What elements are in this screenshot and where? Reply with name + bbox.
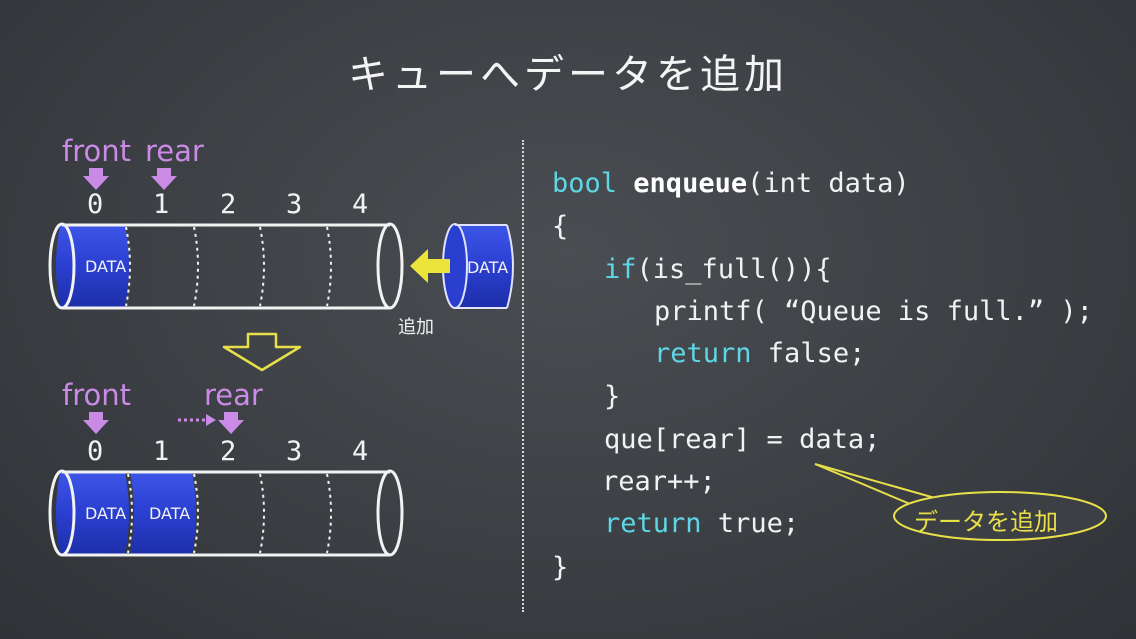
slot-divider [127, 473, 133, 554]
index-0: 0 [87, 436, 104, 467]
code-text: false; [751, 338, 866, 369]
callout-bubble [814, 463, 1107, 541]
code-keyword: bool [552, 168, 618, 199]
index-4: 4 [352, 189, 369, 220]
code-line-8: rear++; [602, 466, 716, 497]
add-label: 追加 [398, 317, 434, 338]
code-text: (is_full()){ [636, 254, 832, 285]
code-line-3: if(is_full()){ [604, 249, 832, 291]
code-text: (int data) [747, 168, 910, 199]
data-cell [56, 472, 129, 555]
index-3: 3 [286, 189, 303, 220]
tube-left-end [48, 222, 76, 310]
code-text: true; [701, 508, 800, 539]
data-label: DATA [85, 257, 127, 276]
top-queue-tube [48, 222, 404, 310]
code-line-7: que[rear] = data; [604, 424, 881, 455]
slot-divider [326, 473, 332, 554]
code-keyword: return [654, 338, 752, 369]
front-pointer-label: front [62, 378, 131, 412]
code-line-2: { [552, 211, 569, 242]
rear-pointer-arrow [218, 412, 244, 434]
page-title: キューへデータを追加 [348, 52, 788, 98]
data-cell [56, 225, 129, 308]
code-line-4: printf( “Queue is full.” ); [654, 296, 1093, 327]
code-line-6: } [604, 381, 621, 412]
index-2: 2 [220, 436, 237, 467]
tube-right-end [376, 469, 404, 557]
rear-pointer-label: rear [145, 134, 204, 168]
rear-pointer-label: rear [204, 378, 263, 412]
callout-text: データを追加 [914, 508, 1058, 536]
data-label: DATA [85, 504, 127, 523]
data-label: DATA [467, 258, 509, 277]
arrow-down-icon [222, 332, 302, 372]
index-2: 2 [220, 189, 237, 220]
index-0: 0 [87, 189, 104, 220]
code-function-name: enqueue [633, 168, 748, 199]
front-pointer-arrow [83, 168, 109, 190]
data-label: DATA [149, 504, 191, 523]
data-cell [130, 472, 196, 555]
code-keyword: return [604, 508, 702, 539]
index-4: 4 [352, 436, 369, 467]
slot-divider [193, 473, 199, 554]
code-line-10: } [552, 552, 569, 583]
front-pointer-arrow [83, 412, 109, 434]
index-3: 3 [286, 436, 303, 467]
arrow-left-icon [410, 249, 450, 283]
code-line-5: return false; [654, 333, 865, 375]
slot-divider [259, 473, 265, 554]
tube-right-end [376, 222, 404, 310]
bottom-queue-tube [48, 469, 404, 557]
slot-divider [259, 226, 265, 307]
slot-divider [326, 226, 332, 307]
index-1: 1 [153, 436, 170, 467]
rear-pointer-arrow [151, 168, 177, 190]
code-line-1: bool enqueue(int data) [552, 163, 910, 205]
divider [522, 140, 524, 612]
slot-divider [125, 226, 131, 307]
tube-left-end [48, 469, 76, 557]
slot-divider [193, 226, 199, 307]
index-1: 1 [153, 189, 170, 220]
rear-move-arrow [178, 414, 216, 426]
code-keyword: if [604, 254, 637, 285]
incoming-data-cylinder [442, 223, 514, 309]
code-line-9: return true; [604, 503, 799, 545]
front-pointer-label: front [62, 134, 131, 168]
